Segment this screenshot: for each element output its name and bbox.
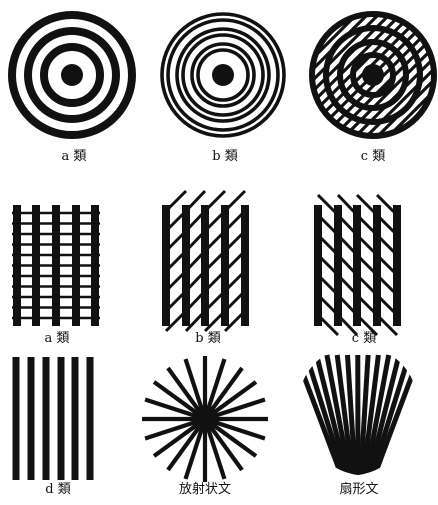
concentric-circles-a: [12, 15, 132, 135]
bar: [43, 357, 50, 480]
bar: [52, 205, 60, 326]
bar: [32, 205, 40, 326]
bar: [182, 205, 190, 326]
fan-lines: [296, 355, 420, 490]
ladder-bars-a: [12, 205, 100, 326]
bar: [72, 205, 80, 326]
bar: [72, 357, 79, 480]
bar: [201, 205, 209, 326]
center-dot: [61, 64, 83, 86]
bar: [314, 205, 322, 326]
bar: [162, 205, 170, 326]
bar: [28, 357, 35, 480]
bar: [334, 205, 342, 326]
bar: [353, 205, 361, 326]
bar: [91, 205, 99, 326]
bar: [58, 357, 65, 480]
bar: [373, 205, 381, 326]
center-dot: [195, 409, 215, 429]
bar: [393, 205, 401, 326]
hatched-circles-c-center-dot: [362, 64, 384, 86]
diagonal-ladder-bars-c: [314, 195, 401, 335]
bar: [13, 205, 21, 326]
fan-stroke: [306, 355, 348, 490]
caption-stripe-b: b 類: [148, 332, 268, 346]
caption-stripe-d: d 類: [0, 483, 118, 497]
center-dot: [212, 64, 234, 86]
bar: [221, 205, 229, 326]
caption-stripe-c: c 類: [304, 332, 424, 346]
bar: [241, 205, 249, 326]
bar: [87, 357, 94, 480]
bar: [13, 357, 20, 480]
caption-circle-c: c 類: [313, 150, 433, 164]
caption-circle-a: a 類: [14, 150, 134, 164]
concentric-double-rings-b: [162, 14, 284, 136]
fan-lines-strokes: [296, 355, 420, 490]
radiating-lines: [142, 356, 268, 482]
caption-fan: 扇形文: [299, 483, 419, 497]
diagonal-ladder-bars-b: [162, 191, 249, 331]
caption-circle-b: b 類: [165, 150, 285, 164]
caption-radial: 放射状文: [145, 483, 265, 497]
plain-bars-d: [13, 357, 94, 480]
caption-stripe-a: a 類: [0, 332, 117, 346]
